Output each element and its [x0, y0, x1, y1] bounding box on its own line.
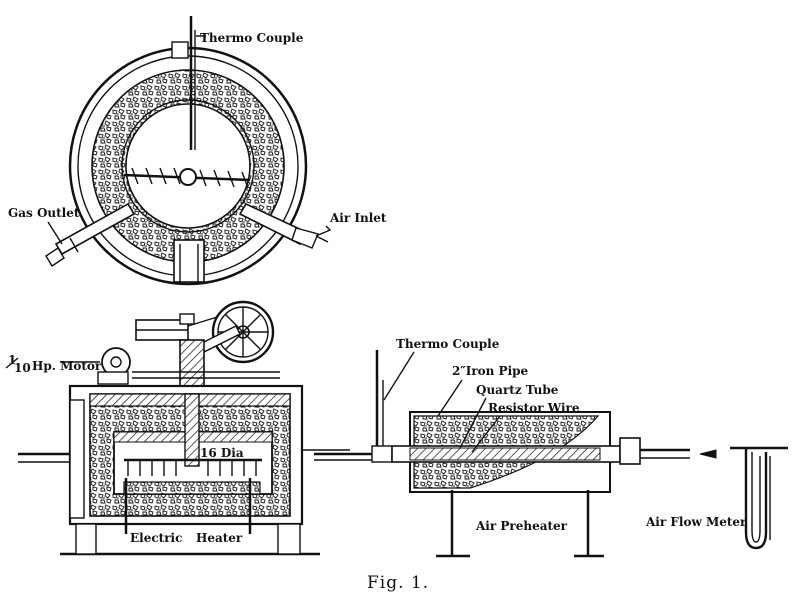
gas-outlet-pipe — [45, 202, 136, 267]
air-flow-meter — [730, 446, 788, 550]
label-electric: Electric — [130, 531, 182, 545]
label-thermo-couple-top: Thermo Couple — [200, 31, 304, 45]
label-air-flow-meter: Air Flow Meter — [645, 515, 747, 529]
label-iron-pipe: 2″Iron Pipe — [452, 364, 529, 378]
label-thermo-couple-right: Thermo Couple — [396, 337, 500, 351]
label-air-preheater: Air Preheater — [475, 519, 568, 533]
figure-caption: Fig. 1. — [367, 573, 429, 593]
label-resistor-wire: Resistor Wire — [488, 401, 580, 415]
label-dia: 16 Dia — [200, 446, 244, 460]
insulation-ring — [91, 69, 285, 263]
motor — [97, 347, 131, 385]
label-gas-outlet: Gas Outlet — [8, 206, 80, 220]
flywheel — [211, 300, 275, 364]
label-quartz-tube: Quartz Tube — [476, 383, 559, 397]
air-inlet-pipe — [238, 202, 332, 249]
label-heater: Heater — [196, 531, 243, 545]
air-preheater: Thermo Couple 2″Iron Pipe Quartz Tube Re… — [314, 337, 788, 558]
label-motor: Hp. Motor — [32, 359, 102, 373]
label-motor-fraction-den: 10 — [14, 361, 31, 375]
label-motor-fraction-num: 1 — [8, 353, 16, 367]
label-air-inlet: Air Inlet — [329, 211, 387, 225]
furnace-side-view: 1 10 Hp. Motor — [5, 300, 350, 556]
furnace-cross-section: Thermo Couple Gas Outlet Air Inlet — [8, 16, 387, 286]
